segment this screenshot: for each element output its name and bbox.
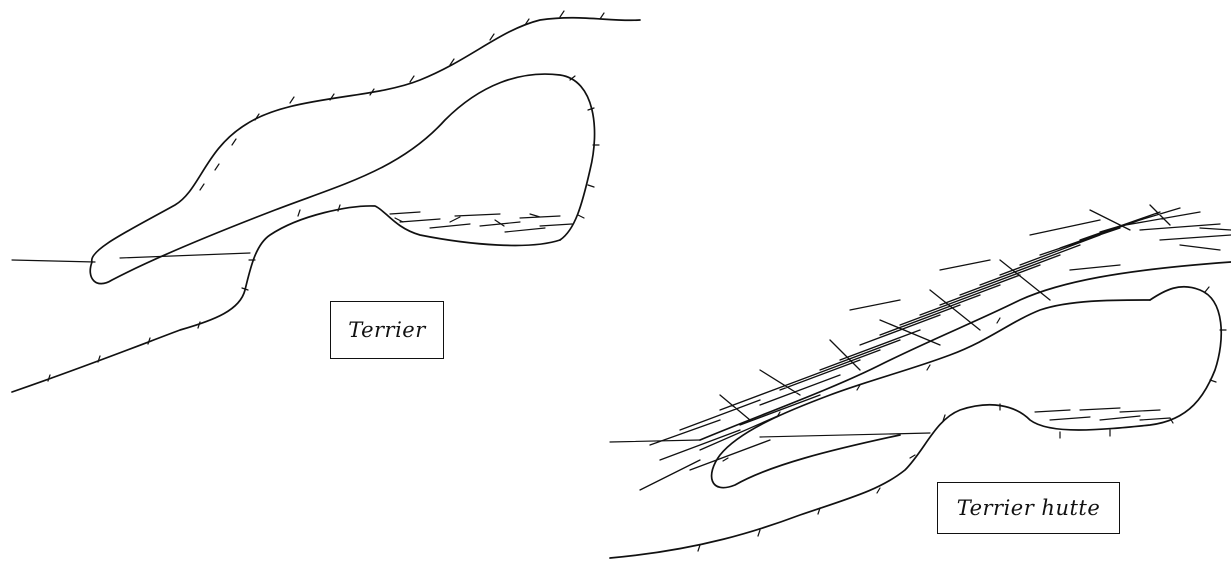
terrier-label: Terrier: [330, 301, 444, 359]
terrier-bedding: [390, 212, 572, 232]
terrier-hatching: [48, 11, 604, 381]
terrier-tunnel-roof: [90, 74, 594, 284]
terrier-hutte-label: Terrier hutte: [937, 482, 1120, 534]
hutte-stick-pile: [640, 205, 1231, 490]
hutte-bedding: [1035, 408, 1170, 420]
terrier-diagram: [12, 11, 640, 392]
terrier-chamber-floor: [12, 206, 560, 392]
terrier-water-line: [12, 253, 250, 262]
hutte-tunnel-roof: [712, 300, 1150, 488]
terrier-hutte-diagram: [610, 205, 1231, 558]
